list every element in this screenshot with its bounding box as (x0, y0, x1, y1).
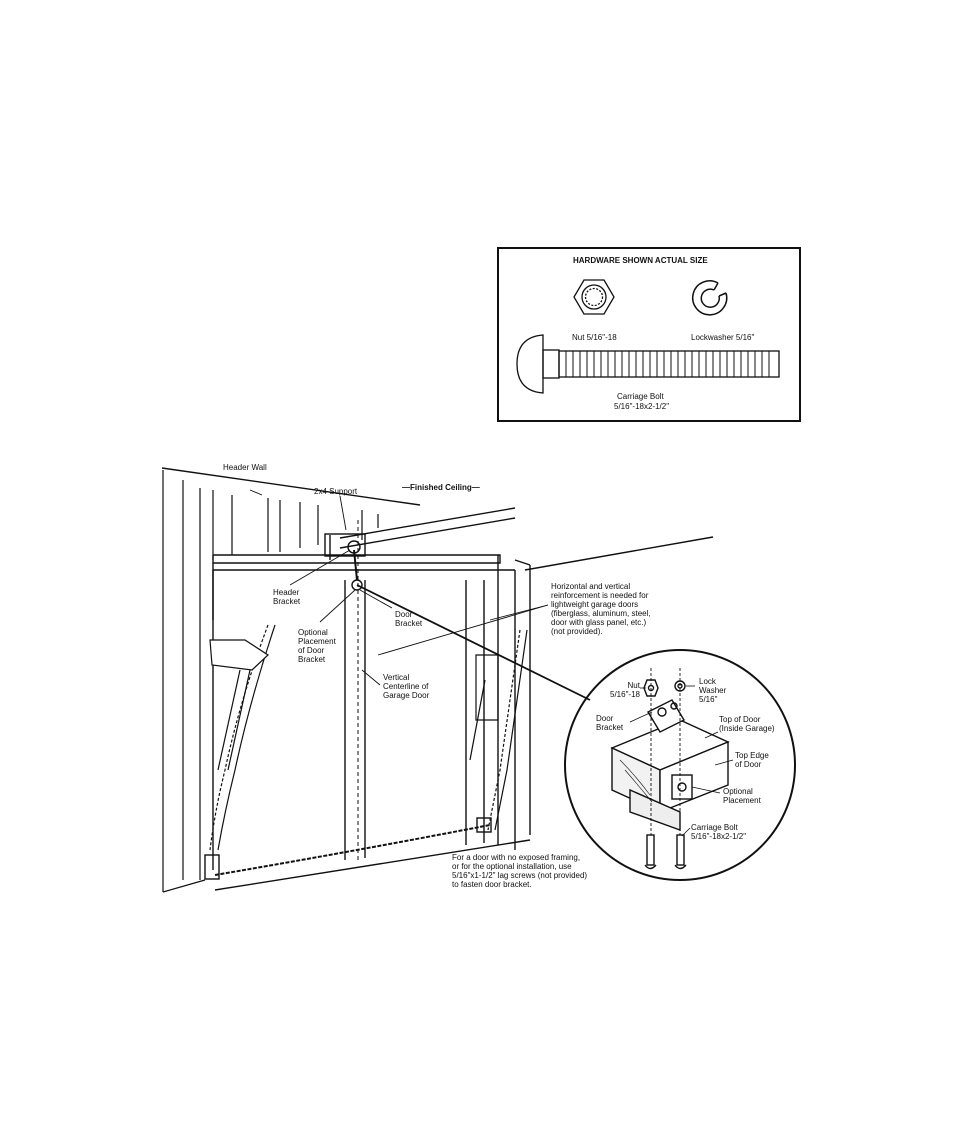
bolt-label-1: Carriage Bolt (617, 392, 664, 401)
detail-leader (356, 584, 591, 701)
bottom-left-bracket (204, 854, 220, 880)
detail-carriage-bolt-label: Carriage Bolt 5/16"-18x2-1/2" (691, 823, 747, 841)
detail-door-bracket-label: Door Bracket (596, 714, 624, 732)
hardware-box: HARDWARE SHOWN ACTUAL SIZE Nut 5/16"-18 … (497, 247, 801, 422)
side-ceiling-edge (524, 536, 714, 571)
garage-door (212, 555, 531, 891)
detail-nut-label: Nut 5/16"-18 (610, 681, 640, 699)
detail-door-bracket-icon (647, 699, 685, 733)
bolt-threads (565, 351, 770, 377)
left-spring (209, 624, 276, 851)
finished-ceiling-label: —Finished Ceiling— (402, 483, 480, 492)
detail-optional-placement-label: Optional Placement (723, 787, 761, 805)
hardware-title: HARDWARE SHOWN ACTUAL SIZE (573, 256, 708, 265)
optional-placement-label: Optional Placement of Door Bracket (298, 628, 336, 664)
detail-top-edge-label: Top Edge of Door (735, 751, 769, 769)
opener-rail (324, 507, 516, 560)
hex-nut-icon (573, 279, 615, 315)
right-spring (469, 629, 528, 831)
detail-top-of-door-label: Top of Door (Inside Garage) (719, 715, 775, 733)
garage-diagram (161, 467, 714, 893)
nut-label: Nut 5/16"-18 (572, 333, 617, 342)
detail-bolt-icons (644, 834, 687, 870)
detail-dashed-guides (650, 668, 681, 835)
door-arm (353, 549, 358, 581)
header-wall (162, 470, 379, 893)
header-beam (212, 554, 501, 564)
no-framing-note: For a door with no exposed framing, or f… (452, 853, 588, 889)
door-bracket-label: Door Bracket (395, 610, 423, 628)
detail-optional-bracket-icon (671, 774, 693, 800)
reinforcement-note: Horizontal and vertical reinforcement is… (551, 582, 651, 636)
callout-leaders (249, 489, 549, 686)
bolt-label-2: 5/16"-18x2-1/2" (614, 402, 670, 411)
lockwasher-icon (692, 280, 728, 316)
vertical-centerline-label: Vertical Centerline of Garage Door (383, 673, 430, 700)
detail-circle (564, 649, 796, 881)
bottom-right-bracket (476, 817, 492, 833)
header-bracket-label: Header Bracket (273, 588, 301, 606)
ceiling-edge (161, 467, 421, 506)
header-wall-label: Header Wall (223, 463, 267, 472)
detail-lock-washer-label: Lock Washer 5/16" (699, 677, 727, 704)
bottom-cable (214, 824, 491, 876)
support-label: 2x4 Support (314, 487, 358, 496)
detail-callout-leaders (629, 685, 734, 837)
carriage-bolt-icon (516, 334, 780, 394)
lockwasher-label: Lockwasher 5/16" (691, 333, 755, 342)
